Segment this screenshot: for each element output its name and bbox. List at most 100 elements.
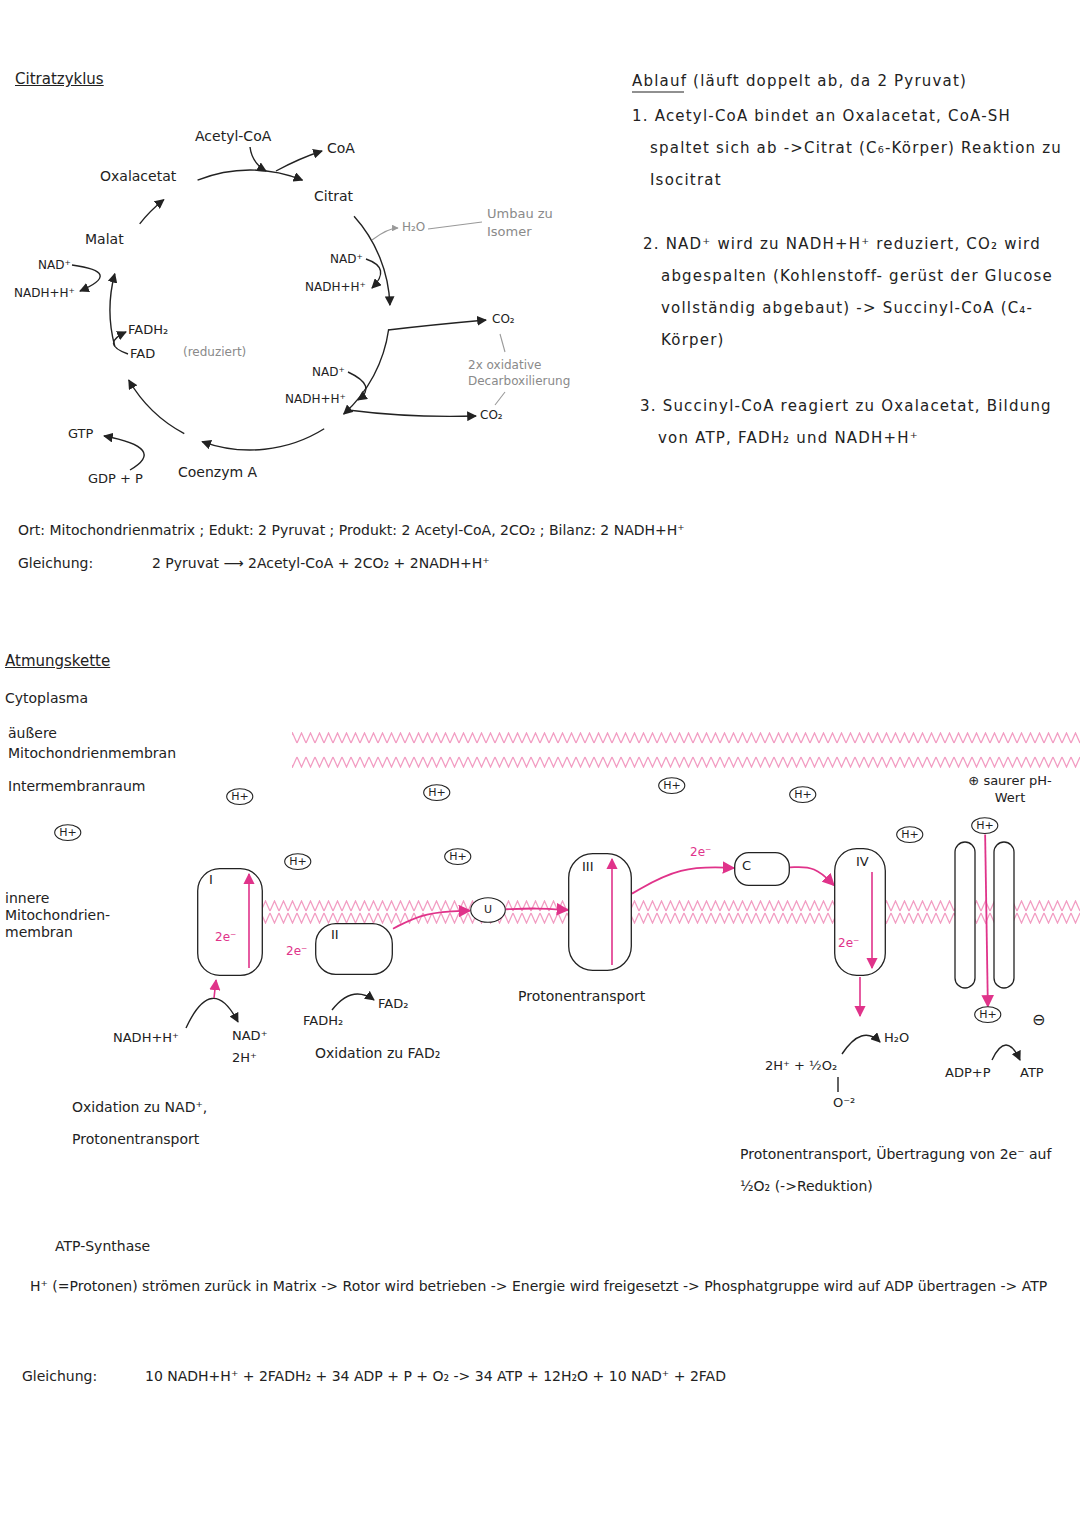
proton-circle: H+ — [896, 826, 924, 843]
node-text: C — [742, 858, 751, 874]
node-text: I — [209, 872, 213, 888]
complex-outline — [198, 869, 263, 976]
node-text: H+ — [59, 826, 77, 839]
electron-arrow — [393, 911, 470, 929]
cycle-arrow — [110, 274, 115, 346]
text-label: Umbau zu Isomer — [487, 205, 577, 241]
proton-circle: H+ — [658, 777, 686, 794]
cycle-arrow — [202, 429, 324, 450]
proton-circle: H+ — [226, 788, 254, 805]
text-label: NADH+H⁺ — [305, 280, 366, 295]
text-label: Citrat — [314, 188, 353, 206]
water-arrow — [372, 228, 398, 240]
text-label: Malat — [85, 231, 124, 249]
text-label: O⁻² — [833, 1095, 855, 1111]
text-label: NADH+H⁺ — [14, 286, 75, 301]
reduction-arrow — [842, 1035, 880, 1054]
text-label: Citratzyklus — [15, 70, 104, 89]
text-label: CoA — [327, 140, 355, 158]
text-label: 2 Pyruvat ⟶ 2Acetyl-CoA + 2CO₂ + 2NADH+H… — [152, 555, 490, 573]
text-label: CO₂ — [492, 312, 515, 327]
outer-membrane — [292, 756, 1080, 768]
redox-arrow — [72, 265, 100, 291]
text-label: GTP — [68, 426, 93, 442]
node-text: H+ — [428, 786, 446, 799]
redox-arrow — [348, 372, 366, 400]
node-text: H+ — [979, 1008, 997, 1021]
text-label: ATP-Synthase — [55, 1238, 150, 1256]
edge-label: 2e⁻ — [688, 845, 713, 859]
proton-circle: H+ — [789, 786, 817, 803]
text-label: (reduziert) — [183, 345, 246, 360]
leader-line — [500, 334, 505, 352]
node-text: H+ — [663, 779, 681, 792]
underline — [632, 91, 684, 92]
proton-outline — [445, 849, 471, 865]
text-label: H₂O — [402, 220, 425, 235]
oxidation-arrow — [332, 994, 374, 1010]
proton-arrow — [871, 872, 873, 968]
proton-outline — [790, 787, 816, 803]
text-label: 3. Succinyl-CoA reagiert zu Oxalacetat, … — [640, 390, 1060, 454]
complex-outline — [316, 924, 393, 975]
electron-arrow — [214, 980, 216, 998]
text-label: Gleichung: — [22, 1368, 97, 1386]
proton-outline — [897, 827, 923, 843]
text-label: NAD⁺ — [38, 258, 71, 273]
text-label: 1. Acetyl-CoA bindet an Oxalacetat, CoA-… — [632, 100, 1062, 196]
text-label: 2e⁻ — [286, 944, 307, 959]
text-label: Atmungskette — [5, 652, 110, 671]
complex-outline — [835, 849, 886, 976]
text-label: 2H⁺ + ½O₂ — [765, 1058, 837, 1074]
node-text: U — [484, 903, 492, 916]
proton-outline — [424, 785, 450, 801]
leader-line — [495, 392, 505, 405]
electron-arrow — [859, 977, 861, 1016]
leader-line — [837, 1077, 838, 1092]
leader-line — [428, 222, 482, 229]
complex-outline — [569, 854, 632, 971]
proton-circle: H+ — [444, 848, 472, 865]
proton-arrow — [248, 874, 250, 968]
text-label: CO₂ — [480, 408, 503, 423]
proton-circle: U — [470, 897, 506, 923]
text-label: äußere Mitochondrienmembran — [8, 723, 208, 763]
text-label: Ort: Mitochondrienmatrix ; Edukt: 2 Pyru… — [18, 522, 1068, 540]
text-label: 2H⁺ — [232, 1050, 257, 1066]
node-text: H+ — [449, 850, 467, 863]
node-outline — [315, 923, 393, 975]
node-outline — [197, 868, 263, 976]
proton-outline — [285, 854, 311, 870]
text-label: ADP+P — [945, 1065, 990, 1081]
electron-arrow — [985, 835, 988, 1007]
proton-outline — [975, 1007, 1001, 1023]
text-label: GDP + P — [88, 471, 143, 487]
node-text: H+ — [289, 855, 307, 868]
text-label: 2. NAD⁺ wird zu NADH+H⁺ reduziert, CO₂ w… — [643, 228, 1063, 356]
complex-box: C — [734, 852, 790, 886]
text-label: NAD⁺ — [330, 252, 363, 267]
proton-circle: H+ — [423, 784, 451, 801]
proton-circle: H+ — [284, 853, 312, 870]
proton-outline — [659, 778, 685, 794]
text-label: FAD₂ — [378, 996, 408, 1012]
text-label: Cytoplasma — [5, 690, 88, 708]
text-label: NADH+H⁺ — [285, 392, 346, 407]
inflow-arrow — [250, 147, 266, 171]
proton-circle: H+ — [974, 1006, 1002, 1023]
text-label: 10 NADH+H⁺ + 2FADH₂ + 34 ADP + P + O₂ ->… — [145, 1368, 726, 1386]
text-label: Ablauf (läuft doppelt ab, da 2 Pyruvat) — [632, 72, 1072, 91]
node-text: III — [582, 859, 594, 875]
text-label: Acetyl-CoA — [195, 128, 271, 146]
complex-box: II — [315, 923, 393, 975]
cycle-arrow — [140, 200, 164, 224]
proton-outline — [55, 825, 81, 841]
electron-arrow — [790, 867, 834, 885]
complex-box: IV2e⁻ — [834, 848, 886, 976]
proton-outline — [471, 898, 506, 923]
cycle-arrow — [344, 329, 389, 414]
text-label: FADH₂ — [128, 322, 168, 338]
text-label: FADH₂ — [303, 1013, 343, 1029]
